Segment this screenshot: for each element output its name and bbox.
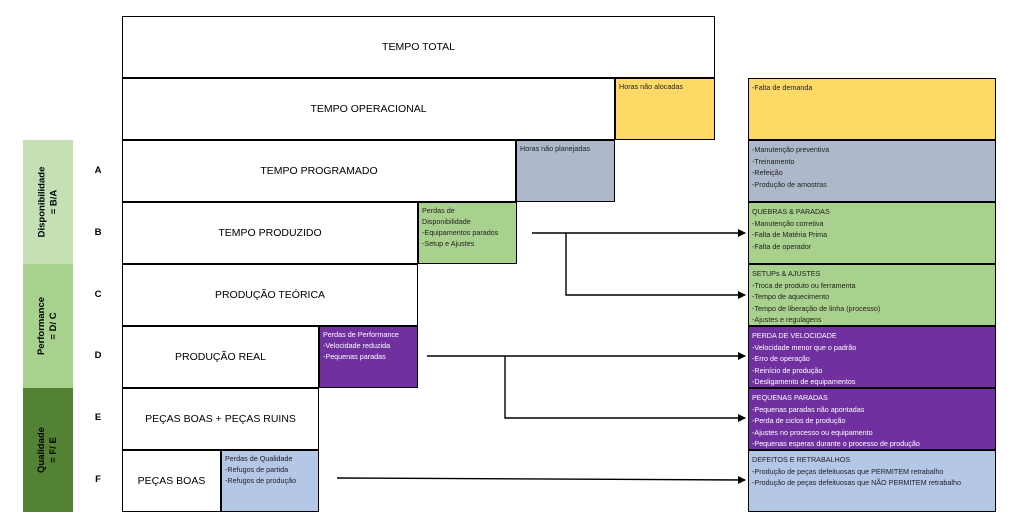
side-line: PEQUENAS PARADAS — [752, 393, 828, 402]
loss-line: -Setup e Ajustes — [422, 239, 475, 248]
side-falta-demanda: -Falta de demanda — [748, 78, 996, 140]
loss-perdas-qualidade: Perdas de Qualidade -Refugos de partida … — [221, 450, 319, 512]
arrow-disponibilidade-setups — [565, 233, 746, 299]
side-line: -Manutenção preventiva — [752, 145, 830, 154]
loss-line: -Refugos de partida — [225, 465, 289, 474]
side-line: -Ajustes no processo ou equipamento — [752, 427, 873, 437]
row-letter-e: E — [94, 412, 102, 423]
band-disponibilidade: Disponibilidade = B/A — [23, 140, 73, 264]
side-tempo-programado-losses: -Manutenção preventiva -Treinamento -Ref… — [748, 140, 996, 202]
side-line: -Falta de Matéria Prima — [752, 230, 828, 240]
loss-line: Perdas de — [422, 206, 455, 215]
loss-line: Horas não planejadas — [520, 144, 590, 153]
side-line: DEFEITOS E RETRABALHOS — [752, 455, 851, 464]
row-letter-a: A — [94, 165, 102, 176]
side-line: -Produção de peças defeituosas que PERMI… — [752, 466, 944, 476]
box-tempo-produzido: TEMPO PRODUZIDO — [122, 202, 418, 264]
side-line: -Falta de operador — [752, 241, 812, 251]
loss-perdas-performance: Perdas de Performance -Velocidade reduzi… — [319, 326, 418, 388]
side-line: -Reinício de produção — [752, 365, 823, 375]
box-pecas-boas: PEÇAS BOAS — [122, 450, 221, 512]
box-tempo-programado: TEMPO PROGRAMADO — [122, 140, 516, 202]
band-qualidade: Qualidade = F/ E — [23, 388, 73, 512]
loss-line: Perdas de Performance — [323, 330, 399, 339]
row-letter-c: C — [94, 289, 102, 300]
box-tempo-operacional: TEMPO OPERACIONAL — [122, 78, 615, 140]
side-line: -Desligamento de equipamentos — [752, 377, 856, 387]
loss-perdas-disponibilidade: Perdas de Disponibilidade -Equipamentos … — [418, 202, 517, 264]
side-line: -Falta de demanda — [752, 83, 813, 92]
side-defeitos-retrabalhos: DEFEITOS E RETRABALHOS -Produção de peça… — [748, 450, 996, 512]
loss-line: -Refugos de produção — [225, 476, 297, 485]
side-line: -Perda de ciclos de produção — [752, 416, 846, 426]
side-line: -Pequenas esperas durante o processo de … — [752, 439, 920, 449]
loss-line: -Pequenas paradas — [323, 352, 386, 361]
loss-line: Perdas de Qualidade — [225, 454, 293, 463]
side-pequenas-paradas: PEQUENAS PARADAS -Pequenas paradas não a… — [748, 388, 996, 450]
row-letter-d: D — [94, 350, 102, 361]
side-setups-ajustes: SETUPs & AJUSTES -Troca de produto ou fe… — [748, 264, 996, 326]
side-line: -Produção de amostras — [752, 179, 827, 189]
side-line: PERDA DE VELOCIDADE — [752, 331, 837, 340]
loss-line: -Equipamentos parados — [422, 228, 499, 237]
side-line: -Velocidade menor que o padrão — [752, 342, 857, 352]
side-line: -Erro de operação — [752, 354, 810, 364]
box-tempo-total: TEMPO TOTAL — [122, 16, 715, 78]
loss-line: Disponibilidade — [422, 217, 471, 226]
row-letter-f: F — [95, 474, 101, 485]
loss-horas-nao-planejadas: Horas não planejadas — [516, 140, 615, 202]
band-performance: Performance = D/ C — [23, 264, 73, 388]
side-line: -Tempo de liberação de linha (processo) — [752, 303, 881, 313]
loss-line: -Velocidade reduzida — [323, 341, 391, 350]
side-quebras-paradas: QUEBRAS & PARADAS -Manutenção corretiva … — [748, 202, 996, 264]
side-line: QUEBRAS & PARADAS — [752, 207, 830, 216]
side-line: -Manutenção corretiva — [752, 218, 824, 228]
arrow-performance-pequenas — [504, 356, 746, 422]
side-perda-velocidade: PERDA DE VELOCIDADE -Velocidade menor qu… — [748, 326, 996, 388]
loss-line: Horas não alocadas — [619, 82, 683, 91]
row-letter-b: B — [94, 227, 102, 238]
side-line: -Refeição — [752, 168, 783, 178]
box-producao-real: PRODUÇÃO REAL — [122, 326, 319, 388]
side-line: -Troca de produto ou ferramenta — [752, 280, 856, 290]
loss-horas-nao-alocadas: Horas não alocadas — [615, 78, 715, 140]
side-line: -Tempo de aquecimento — [752, 292, 830, 302]
side-line: -Pequenas paradas não apontadas — [752, 404, 865, 414]
box-producao-teorica: PRODUÇÃO TEÓRICA — [122, 264, 418, 326]
side-line: -Ajustes e regulagens — [752, 315, 822, 325]
side-line: SETUPs & AJUSTES — [752, 269, 821, 278]
arrow-qualidade-defeitos — [336, 475, 746, 484]
side-line: -Treinamento — [752, 156, 795, 166]
box-pecas-boas-ruins: PEÇAS BOAS + PEÇAS RUINS — [122, 388, 319, 450]
side-line: -Produção de peças defeituosas que NÃO P… — [752, 478, 961, 488]
